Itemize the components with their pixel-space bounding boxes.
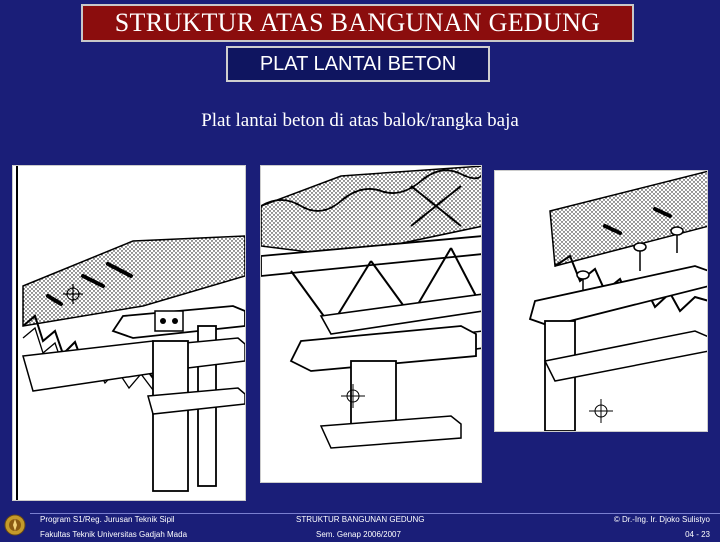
gadjah-mada-seal-icon (4, 514, 26, 536)
footer-page-number: 04 - 23 (685, 530, 710, 539)
slide-caption: Plat lantai beton di atas balok/rangka b… (201, 110, 519, 131)
shear-stud-deck-drawing (528, 171, 707, 431)
footer-course: STRUKTUR BANGUNAN GEDUNG (296, 515, 425, 524)
footer-program: Program S1/Reg. Jurusan Teknik Sipil (40, 515, 175, 524)
steel-deck-drawing (16, 166, 245, 500)
truss-deck-drawing (261, 166, 481, 449)
panel-right-image (494, 170, 708, 432)
panel-middle-image (260, 165, 482, 483)
slide-subtitle: PLAT LANTAI BETON (226, 46, 490, 82)
panel-left-image (12, 165, 246, 501)
slide-title: STRUKTUR ATAS BANGUNAN GEDUNG (81, 4, 634, 42)
footer-semester: Sem. Genap 2006/2007 (316, 530, 401, 539)
university-logo (4, 513, 26, 537)
footer-faculty: Fakultas Teknik Universitas Gadjah Mada (40, 530, 188, 539)
footer-author: © Dr.-Ing. Ir. Djoko Sulistyo (613, 515, 710, 524)
footer-divider (30, 513, 720, 514)
